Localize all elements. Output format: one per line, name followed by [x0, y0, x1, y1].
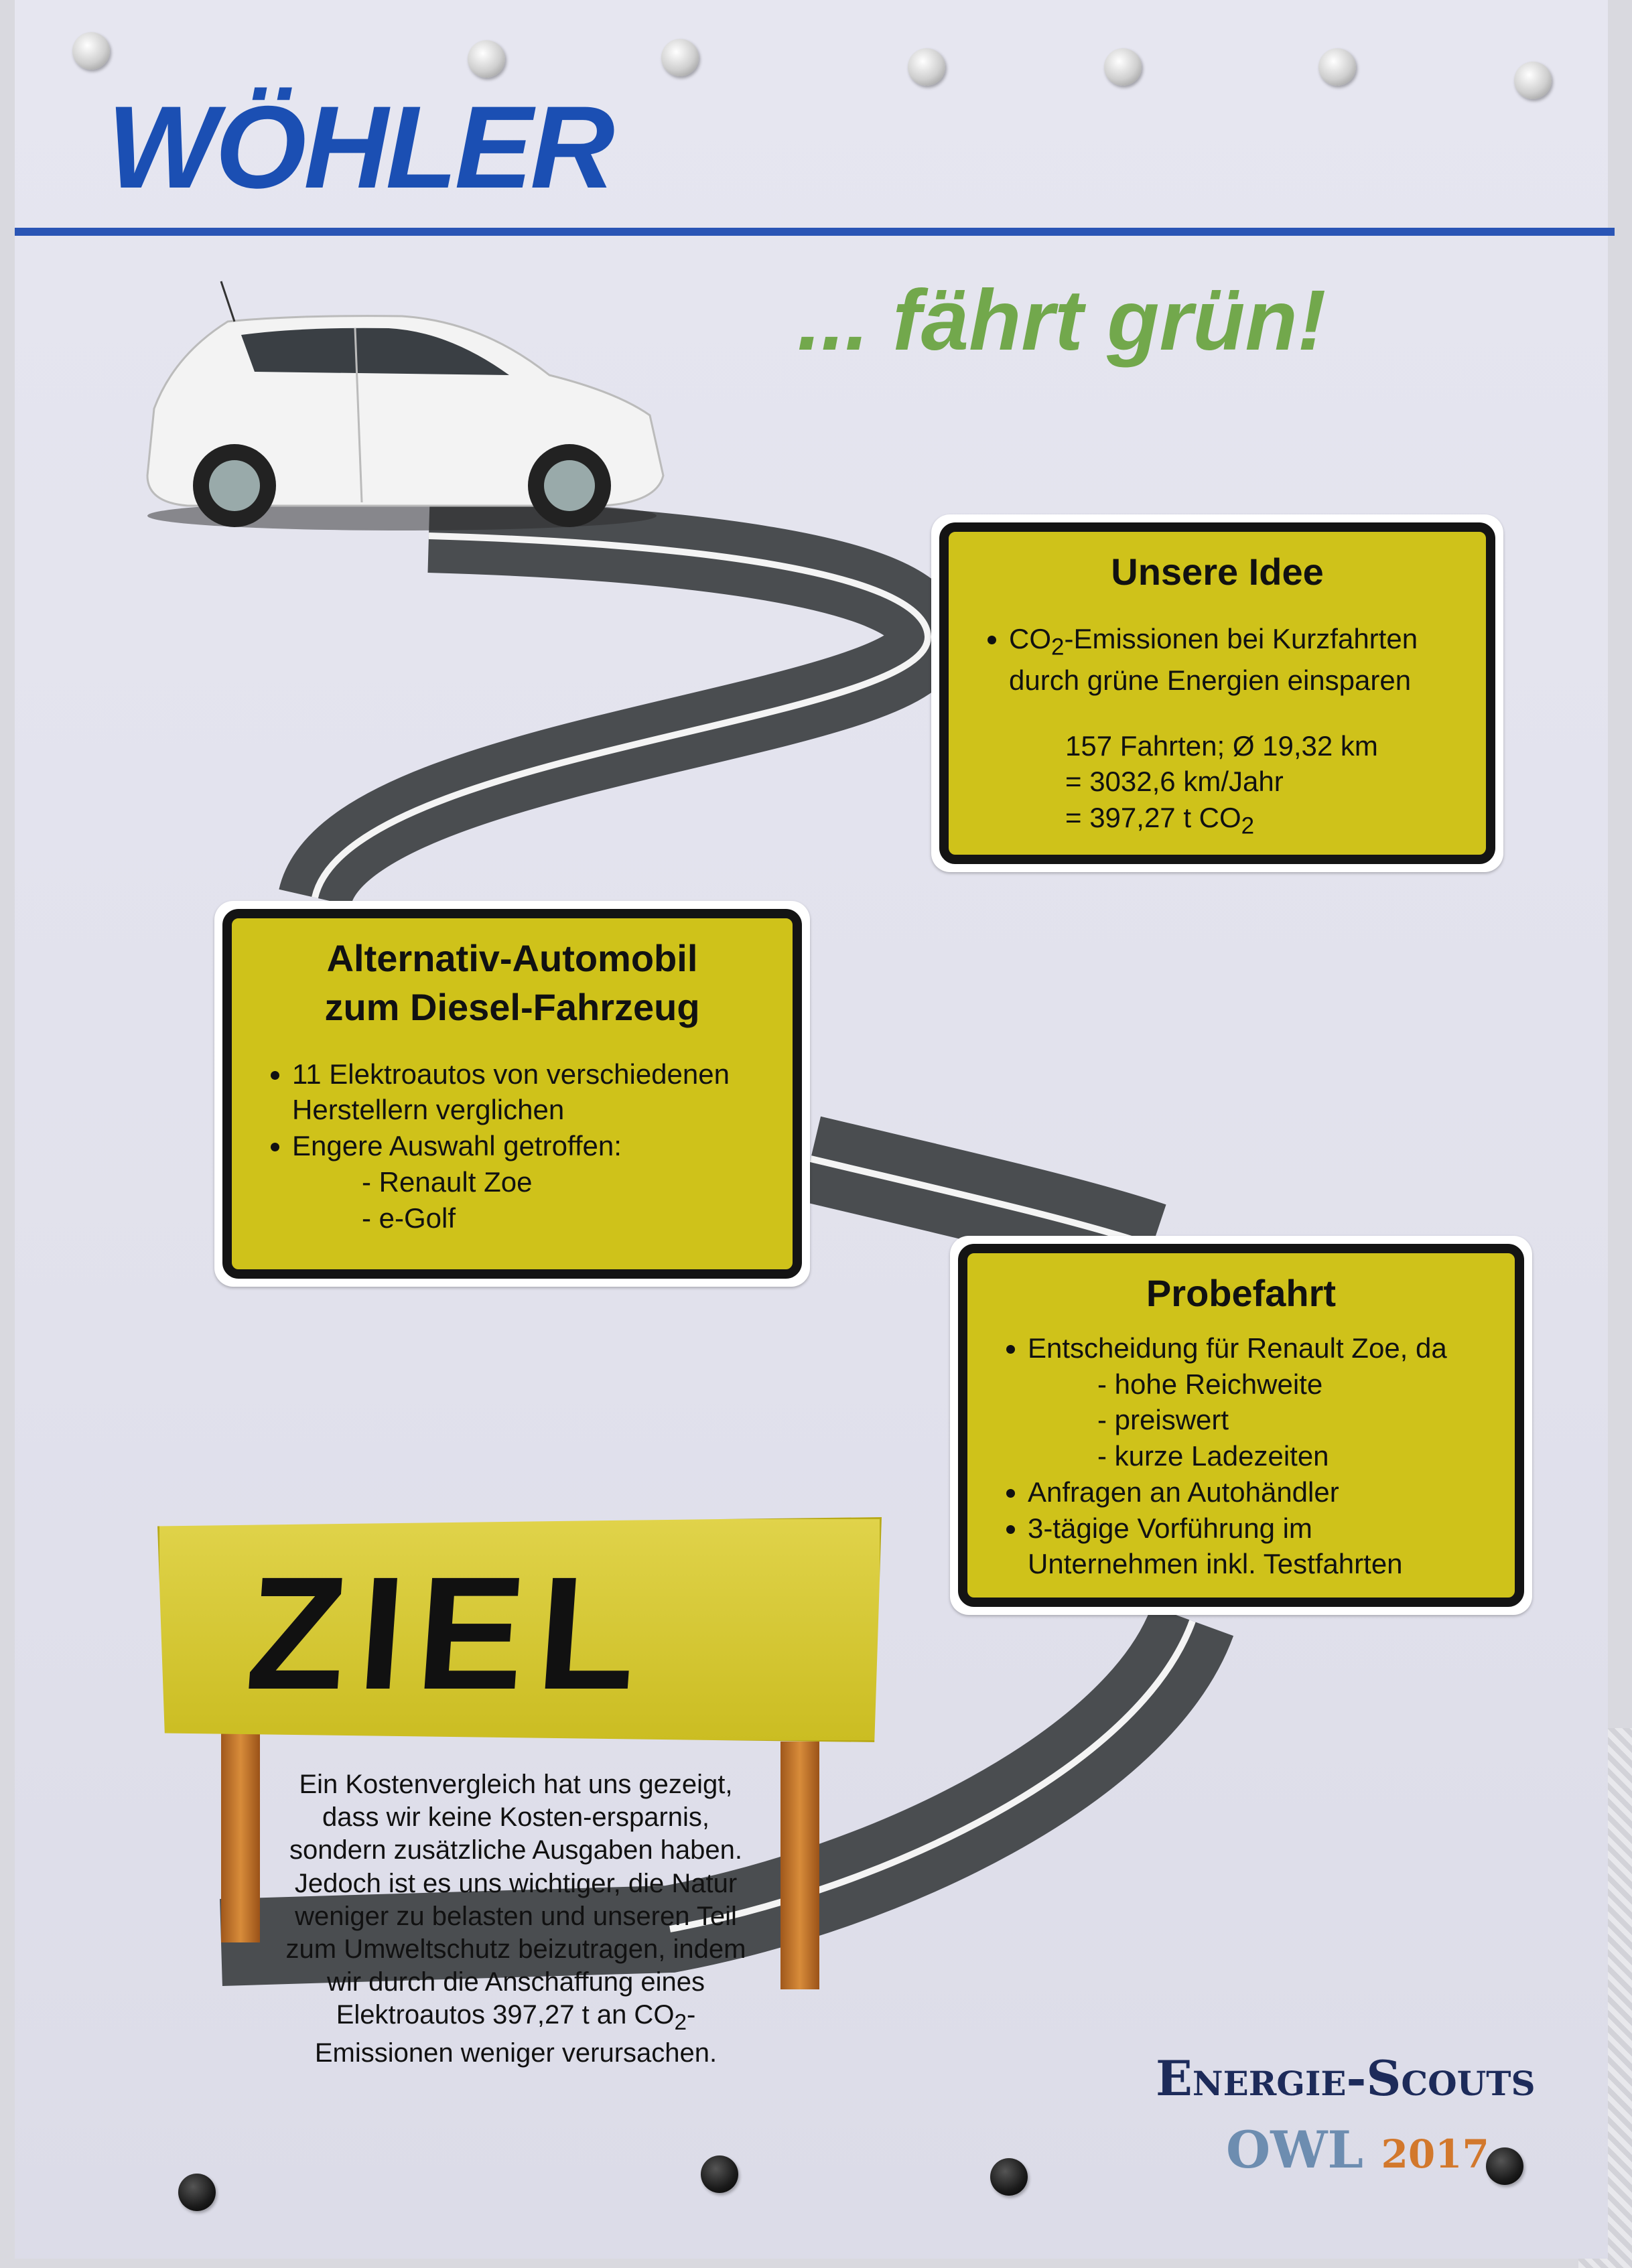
magnet [468, 40, 505, 78]
slogan: ... fährt grün! [797, 273, 1327, 368]
list-item: CO2-Emissionen bei Kurzfahrten durch grü… [1009, 621, 1456, 699]
sub-item: - preiswert [1097, 1404, 1229, 1436]
road-segment [279, 499, 965, 910]
header-divider [15, 228, 1615, 236]
sign-post-right [780, 1742, 819, 1989]
magnet [908, 48, 945, 86]
owl-text: OWL [1226, 2120, 1363, 2180]
goal-label: ZIEL [241, 1543, 657, 1723]
sub-item: - kurze Ladezeiten [1097, 1440, 1329, 1472]
list-item: Anfragen an Autohändler [1028, 1474, 1485, 1510]
sign-unsere-idee: Unsere Idee CO2-Emissionen bei Kurzfahrt… [931, 514, 1503, 872]
sign-probefahrt: Probefahrt Entscheidung für Renault Zoe,… [950, 1236, 1532, 1615]
text: CO [1009, 622, 1051, 654]
text: -Emissionen bei Kurzfahrten durch grüne … [1009, 622, 1418, 696]
list-item: Engere Auswahl getroffen: [292, 1128, 763, 1164]
text: = 397,27 t CO [1065, 802, 1241, 834]
sign-post-left [221, 1728, 260, 1942]
sign-title: Unsere Idee [1111, 551, 1324, 593]
calc-line: 157 Fahrten; Ø 19,32 km [1065, 729, 1378, 762]
sub-item: - e-Golf [362, 1202, 456, 1234]
magnet [661, 39, 699, 76]
magnet [1318, 48, 1356, 86]
list-item: 11 Elektroautos von verschiedenen Herste… [292, 1056, 763, 1129]
energie-scouts-logo: Energie-Scouts [1156, 2050, 1536, 2107]
magnet [701, 2155, 738, 2193]
calc-line: = 397,27 t CO2 [1065, 800, 1456, 841]
road-centerline [809, 1155, 1154, 1249]
subscript: 2 [1241, 812, 1255, 839]
goal-description: Ein Kostenvergleich hat uns gezeigt, das… [281, 1768, 750, 2070]
magnet [1486, 2147, 1523, 2185]
magnet [178, 2174, 216, 2211]
title-line: zum Diesel-Fahrzeug [324, 985, 700, 1028]
car-illustration [146, 281, 665, 530]
sub-item: - hohe Reichweite [1097, 1368, 1323, 1400]
road-centerline [312, 533, 932, 899]
list-item: 3-tägige Vorführung im Unternehmen inkl.… [1028, 1510, 1485, 1583]
year: 2017 [1381, 2131, 1489, 2177]
magnet [1514, 62, 1552, 99]
subscript: 2 [674, 2010, 687, 2036]
magnet [1104, 48, 1142, 86]
subscript: 2 [1051, 634, 1065, 660]
title-line: Alternativ-Automobil [326, 937, 698, 979]
magnet [990, 2158, 1028, 2196]
owl-logo: OWL 2017 [1226, 2120, 1489, 2180]
sign-title: Alternativ-Automobil zum Diesel-Fahrzeug [261, 934, 763, 1032]
road-centerline [669, 1620, 1196, 1932]
sub-item: - Renault Zoe [362, 1165, 533, 1198]
text: Ein Kostenvergleich hat uns gezeigt, das… [285, 1770, 746, 2030]
list-item: Entscheidung für Renault Zoe, da [1028, 1330, 1485, 1366]
text: -Emissionen weniger verursachen. [314, 2000, 718, 2068]
sign-title: Probefahrt [1146, 1272, 1337, 1314]
brand-logo: WÖHLER [107, 82, 615, 213]
calc-line: = 3032,6 km/Jahr [1065, 766, 1284, 798]
magnet [72, 32, 110, 70]
